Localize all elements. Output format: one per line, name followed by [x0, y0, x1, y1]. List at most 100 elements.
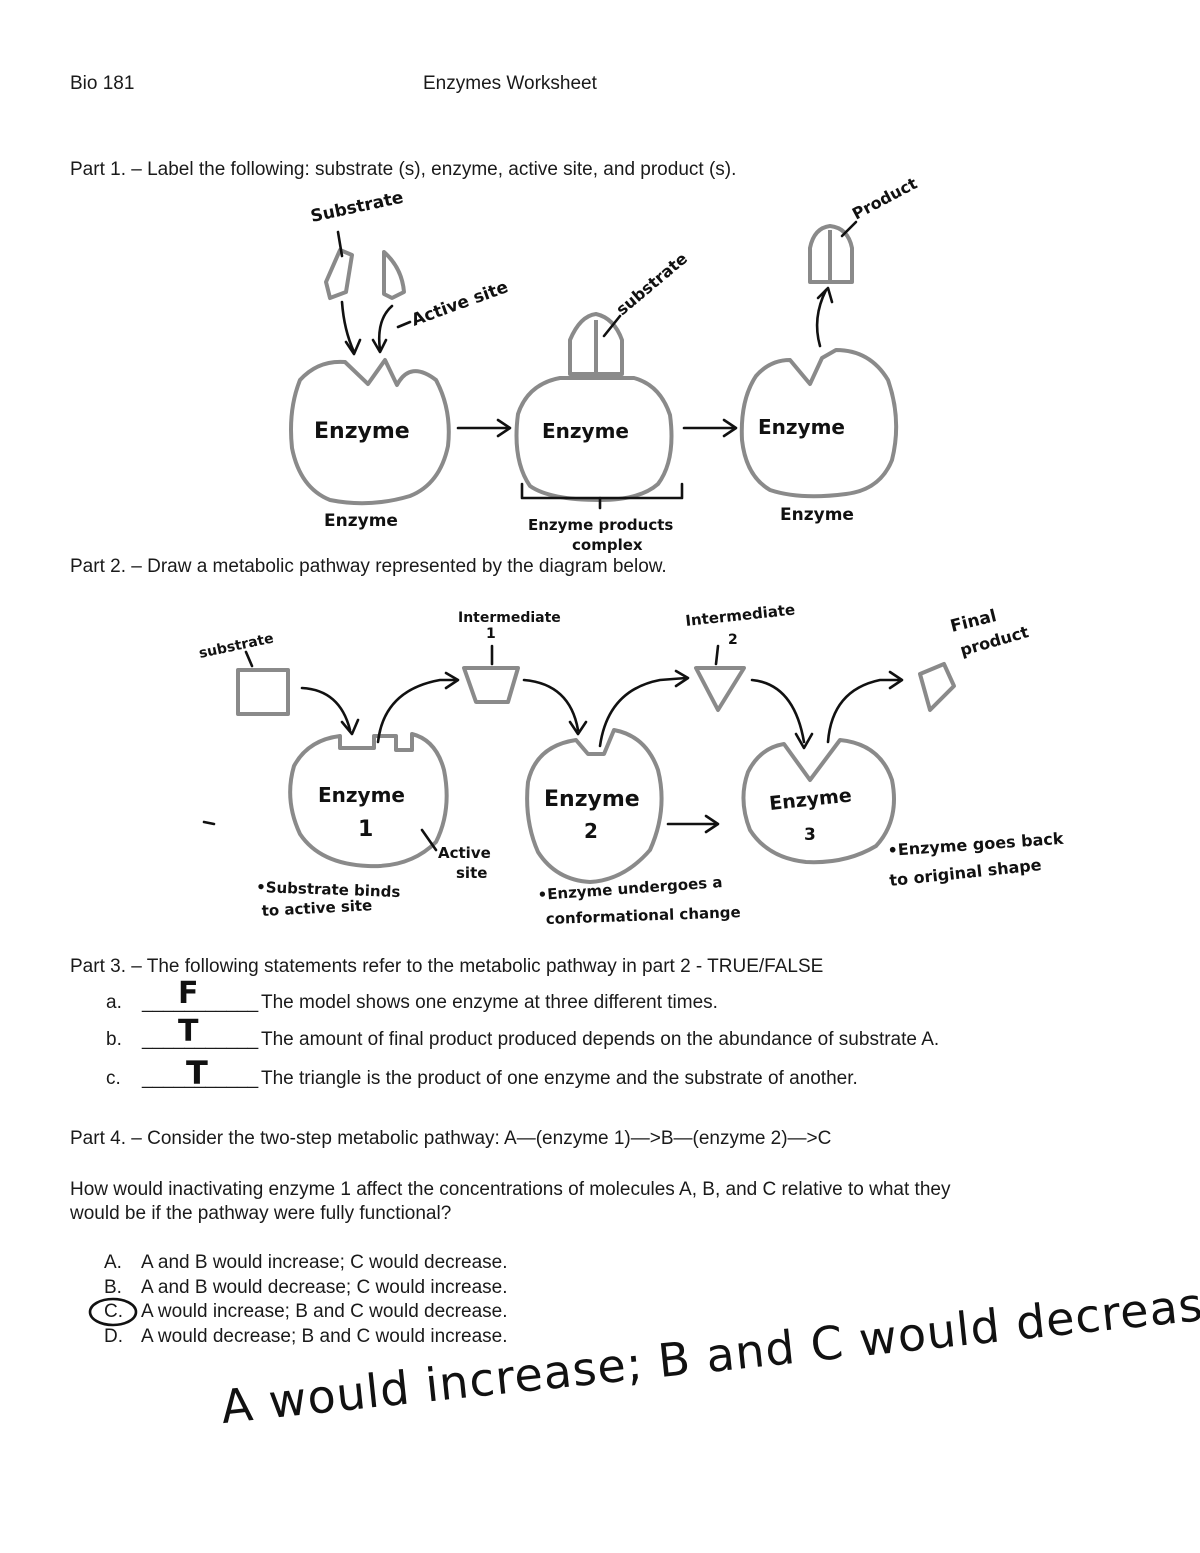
item-letter: c. — [106, 1068, 121, 1089]
arrow-to-intermediate1 — [376, 678, 458, 744]
label-enzyme2-l2: 2 — [584, 819, 598, 843]
part3-prompt: Part 3. – The following statements refer… — [70, 956, 824, 977]
label-intermediate2-l1: Intermediate — [685, 601, 796, 630]
statement-text: The amount of final product produced dep… — [261, 1029, 940, 1050]
arrow-head — [371, 338, 388, 354]
substrate-square — [236, 668, 290, 716]
label-product: Product — [849, 173, 921, 223]
intermediate1-trapezoid — [462, 666, 520, 704]
label-active-site: Active site — [409, 277, 511, 330]
option-text: A would increase; B and C would decrease… — [141, 1301, 508, 1322]
label-substrate-top: Substrate — [309, 188, 405, 227]
item-letter: a. — [106, 992, 122, 1013]
arrow-head — [496, 418, 512, 438]
pathway-enzyme-2 — [525, 728, 664, 884]
label-intermediate1-l1: Intermediate — [458, 610, 561, 626]
handwritten-answer: T — [178, 1014, 199, 1049]
statement-text: The triangle is the product of one enzym… — [261, 1068, 858, 1089]
statement-text: The model shows one enzyme at three diff… — [261, 992, 718, 1013]
pathway-enzyme-1 — [288, 732, 449, 869]
label-enzyme-inside-3: Enzyme — [758, 415, 845, 439]
label-note1-l2: to active site — [261, 896, 372, 920]
label-enzyme1-l1: Enzyme — [318, 783, 405, 807]
arrow-substrate-right — [377, 304, 394, 352]
label-enzyme-inside-1: Enzyme — [314, 419, 410, 444]
arrow-head — [568, 720, 588, 736]
option-text: A and B would increase; C would decrease… — [141, 1252, 508, 1273]
label-enzyme3-l2: 3 — [804, 825, 816, 845]
intermediate2-pointer — [714, 644, 720, 666]
part2-prompt: Part 2. – Draw a metabolic pathway repre… — [70, 556, 667, 577]
arrow-to-intermediate2 — [598, 676, 688, 748]
label-complex-line2: complex — [572, 536, 643, 554]
arrow-to-enzyme1 — [300, 686, 352, 732]
part1-prompt: Part 1. – Label the following: substrate… — [70, 159, 737, 180]
arrow-head — [674, 669, 690, 688]
option-letter: B. — [104, 1277, 122, 1298]
label-note3-l2: to original shape — [888, 855, 1042, 890]
arrow-head — [340, 718, 360, 736]
label-enzyme3-l1: Enzyme — [768, 784, 852, 815]
part2-diagram — [202, 644, 956, 884]
part4-prompt: Part 4. – Consider the two-step metaboli… — [70, 1128, 832, 1149]
option-text: A would decrease; B and C would increase… — [141, 1326, 508, 1347]
label-enzyme-below-3: Enzyme — [780, 505, 854, 525]
answer-blank: ___________ — [142, 1029, 259, 1050]
stray-mark — [202, 820, 216, 826]
answer-circle — [88, 1297, 138, 1327]
answer-blank: ___________ — [142, 992, 259, 1013]
enzyme-shape-1 — [289, 358, 451, 506]
arrow-head — [344, 338, 362, 356]
label-intermediate1-l2: 1 — [486, 626, 496, 642]
label-active-l2: site — [456, 864, 487, 882]
complex-bracket — [520, 482, 684, 500]
arrow-product — [815, 288, 828, 348]
arrow-head — [704, 814, 720, 834]
arrow-substrate-left — [340, 300, 356, 354]
part4-question-line1: How would inactivating enzyme 1 affect t… — [70, 1179, 951, 1200]
arrow-head — [722, 418, 738, 438]
label-active-l1: Active — [438, 844, 491, 862]
product-pointer — [840, 220, 858, 238]
substrate-pointer — [336, 230, 344, 258]
option-letter: C. — [104, 1301, 123, 1322]
final-product-shape — [918, 662, 956, 712]
arrow-head — [888, 670, 904, 690]
label-bound-substrate: substrate — [612, 249, 691, 319]
worksheet-title: Enzymes Worksheet — [423, 73, 597, 94]
enzyme-shape-3 — [739, 348, 899, 499]
option-letter: D. — [104, 1326, 123, 1347]
label-note2-l2: conformational change — [546, 903, 741, 928]
arrow-head — [444, 671, 460, 690]
label-note1-l1: •Substrate binds — [256, 878, 401, 901]
course-name: Bio 181 — [70, 73, 135, 94]
arrow-to-final — [826, 678, 902, 744]
arrow-to-enzyme2 — [522, 678, 580, 732]
option-letter: A. — [104, 1252, 122, 1273]
bound-substrate-pointer — [602, 314, 622, 338]
label-enzyme2-l1: Enzyme — [544, 787, 640, 812]
substrate-pointer — [244, 650, 254, 668]
pathway-enzyme-3 — [741, 738, 896, 865]
label-enzyme-inside-2: Enzyme — [542, 419, 629, 443]
label-enzyme1-l2: 1 — [358, 817, 373, 842]
handwritten-answer: T — [186, 1054, 208, 1092]
option-text: A and B would decrease; C would increase… — [141, 1277, 508, 1298]
item-letter: b. — [106, 1029, 122, 1050]
bound-substrate — [568, 312, 624, 376]
label-intermediate2-l2: 2 — [728, 632, 738, 648]
answer-blank: ___________ — [142, 1068, 259, 1089]
label-complex-line1: Enzyme products — [528, 516, 673, 534]
part4-question-line2: would be if the pathway were fully funct… — [70, 1203, 452, 1224]
label-enzyme-below-1: Enzyme — [324, 511, 398, 531]
active-site-pointer — [420, 828, 438, 852]
substrate-piece-left — [324, 248, 354, 300]
product-shape — [808, 224, 854, 284]
arrow-head — [794, 732, 814, 750]
intermediate2-triangle — [694, 666, 746, 712]
part1-diagram — [289, 220, 899, 510]
active-site-pointer — [396, 320, 412, 329]
arrow-to-enzyme3 — [750, 678, 806, 744]
label-pathway-substrate: substrate — [198, 630, 276, 661]
